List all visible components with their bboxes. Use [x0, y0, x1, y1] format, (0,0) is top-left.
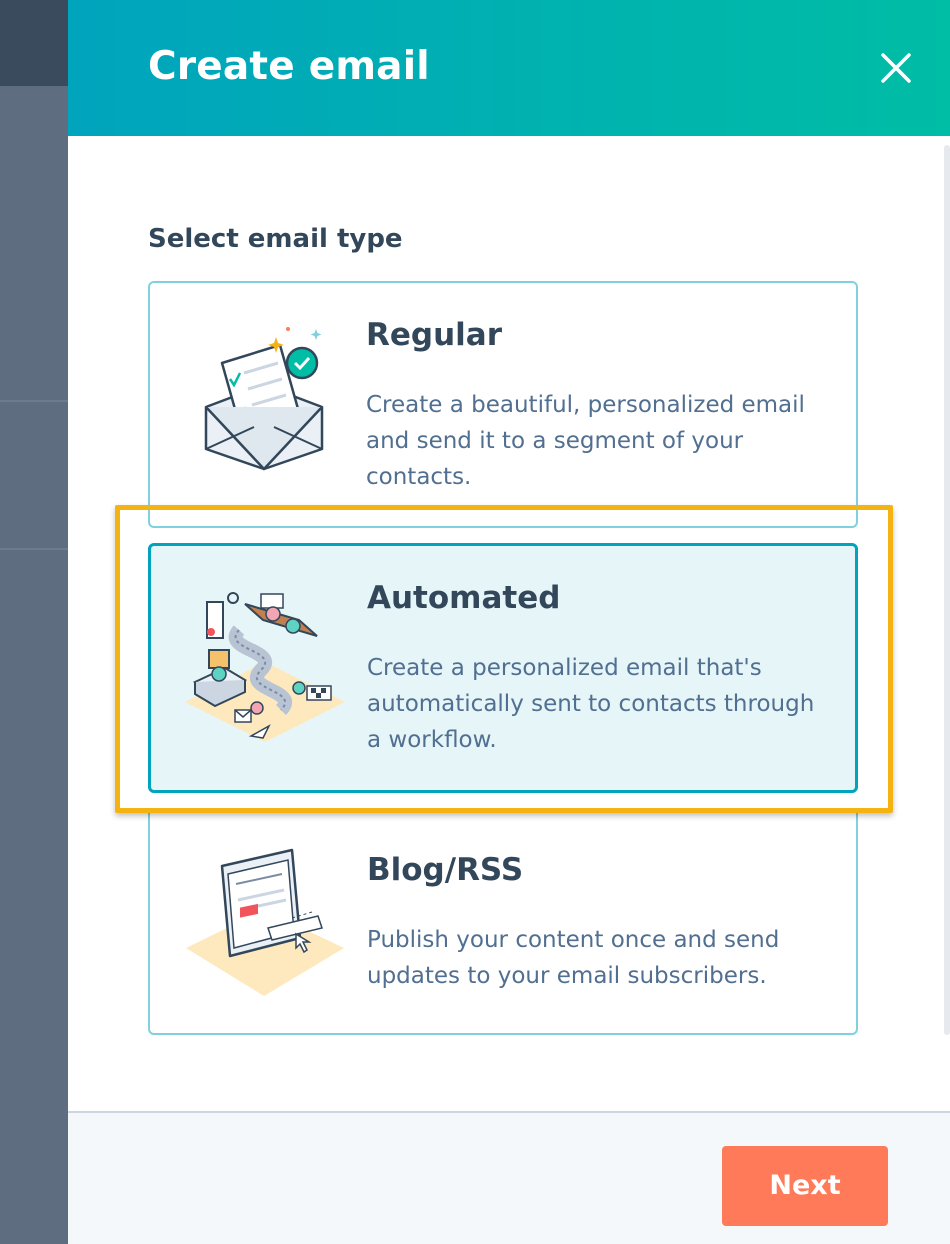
- close-icon: [881, 53, 911, 83]
- modal-title: Create email: [148, 44, 430, 89]
- option-title: Blog/RSS: [367, 852, 524, 888]
- backdrop-divider: [0, 400, 68, 402]
- backdrop-header: [0, 0, 68, 86]
- email-type-regular[interactable]: Regular Create a beautiful, personalized…: [148, 281, 858, 528]
- option-description: Publish your content once and send updat…: [367, 927, 780, 989]
- option-description: Create a personalized email that's autom…: [367, 655, 815, 753]
- backdrop-divider: [0, 548, 68, 550]
- option-title: Automated: [367, 580, 561, 616]
- email-type-blog-rss[interactable]: Blog/RSS Publish your content once and s…: [148, 808, 858, 1035]
- blog-screen-illustration: [186, 848, 344, 996]
- envelope-checklist-illustration: [204, 327, 324, 471]
- modal-scrollbar[interactable]: [944, 145, 950, 1035]
- option-title: Regular: [366, 317, 502, 353]
- section-label: Select email type: [148, 224, 403, 254]
- next-button[interactable]: Next: [722, 1146, 888, 1226]
- create-email-modal: Create email Select email type: [68, 0, 950, 1244]
- close-button[interactable]: [874, 46, 918, 90]
- workflow-machine-illustration: [185, 592, 345, 742]
- page-backdrop: [0, 0, 68, 1244]
- option-description: Create a beautiful, personalized email a…: [366, 392, 805, 490]
- modal-footer: Next: [68, 1111, 950, 1244]
- email-type-automated[interactable]: Automated Create a personalized email th…: [148, 543, 858, 793]
- modal-header: Create email: [68, 0, 950, 136]
